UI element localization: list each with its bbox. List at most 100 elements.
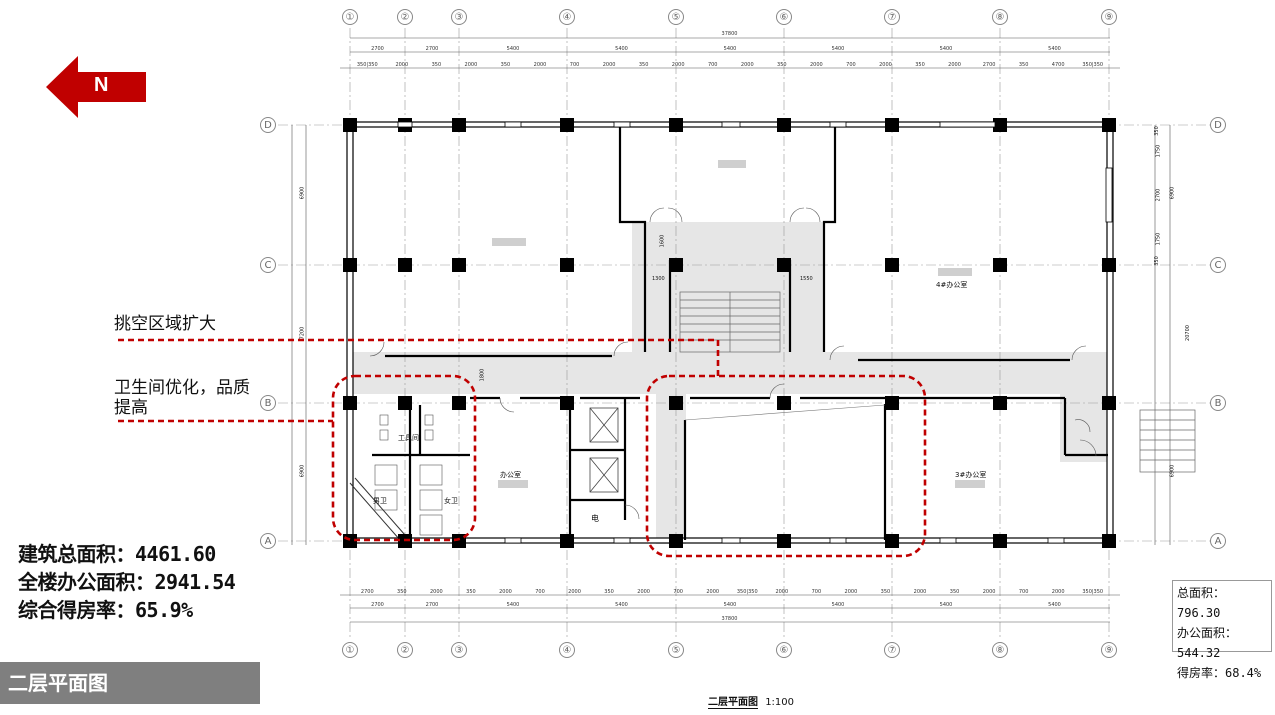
- grid-bubble-top: ②: [397, 9, 413, 25]
- dim-bottom-primary: 5400: [831, 602, 845, 608]
- highlight-zones: [118, 338, 927, 558]
- north-arrow-icon: [46, 56, 146, 118]
- north-label: N: [94, 74, 109, 96]
- right-dim-b: 6900: [1169, 464, 1176, 478]
- dim-bottom-primary: 2700: [425, 602, 439, 608]
- building-total-area: 建筑总面积：4461.60: [18, 542, 216, 566]
- dim-top-secondary: 700: [846, 62, 856, 68]
- annotation-toilet-line2: 提高: [114, 398, 148, 418]
- dim-top-secondary: 2000: [948, 62, 961, 68]
- window: [504, 537, 522, 544]
- room-women: 女卫: [444, 497, 458, 505]
- floor-title: 二层平面图: [0, 662, 260, 704]
- window: [829, 121, 847, 128]
- grid-bubble-top: ③: [451, 9, 467, 25]
- right-dim-a: 6900: [1169, 186, 1176, 200]
- drawing-scale: 1:100: [765, 697, 795, 708]
- dim-top-primary: 5400: [506, 46, 520, 52]
- window: [721, 537, 741, 544]
- dim-bottom-secondary: 700: [1018, 589, 1029, 595]
- grid-bubble-right: D: [1210, 117, 1226, 133]
- dim-bottom-secondary: 2700: [360, 589, 374, 595]
- inner-dim-3: 1550: [800, 276, 813, 282]
- dim-bottom-secondary: 2000: [982, 589, 996, 595]
- dim-bottom-secondary: 2000: [844, 589, 858, 595]
- column: [343, 396, 357, 410]
- grid-bubble-bottom: ⑤: [668, 642, 684, 658]
- dim-top-secondary: 350|350: [1082, 62, 1104, 68]
- left-dim-d: 6900: [299, 186, 306, 200]
- restroom-fixtures: [349, 414, 443, 541]
- dim-top-primary: 5400: [831, 46, 845, 52]
- room-men: 男卫: [373, 497, 387, 505]
- dim-bottom-secondary: 2000: [913, 589, 927, 595]
- dim-top-primary: 5400: [723, 46, 737, 52]
- column: [993, 396, 1007, 410]
- grid-bubble-left: A: [260, 533, 276, 549]
- grid-bubble-top: ①: [342, 9, 358, 25]
- column: [993, 534, 1007, 548]
- dim-top-secondary: 2000: [740, 62, 754, 68]
- dim-top-primary: 2700: [425, 46, 439, 52]
- grid-bubble-bottom: ④: [559, 642, 575, 658]
- column: [777, 396, 791, 410]
- grid-bubble-top: ⑤: [668, 9, 684, 25]
- dim-top-secondary: 2000: [671, 62, 685, 68]
- window: [504, 121, 522, 128]
- column: [669, 396, 683, 410]
- grid-bubble-top: ④: [559, 9, 575, 25]
- right-dim-r1: 350: [1153, 126, 1160, 136]
- atrium-edge: [684, 404, 886, 421]
- column: [669, 258, 683, 272]
- grid-bubble-top: ⑦: [884, 9, 900, 25]
- dim-top-secondary: 2000: [879, 62, 892, 68]
- window: [939, 537, 957, 544]
- column: [452, 534, 466, 548]
- dim-bottom-secondary: 2000: [568, 589, 581, 595]
- column: [452, 258, 466, 272]
- dim-bottom-secondary: 2000: [1051, 589, 1065, 595]
- dim-bottom-secondary: 350: [880, 589, 891, 595]
- right-dim-c: 20700: [1184, 325, 1191, 341]
- right-dim-r2: 1750: [1155, 144, 1162, 158]
- right-dim-r5: 350: [1153, 256, 1160, 266]
- annotation-toilet: 卫生间优化，品质 提高: [114, 378, 250, 418]
- window: [939, 121, 996, 128]
- column: [777, 534, 791, 548]
- window: [1047, 537, 1065, 544]
- left-dim-c: 7200: [299, 326, 306, 340]
- dim-bottom-primary: 5400: [939, 602, 953, 608]
- grid-bubble-right: C: [1210, 257, 1226, 273]
- grid-bubble-top: ⑥: [776, 9, 792, 25]
- window: [721, 121, 741, 128]
- dim-bottom-primary: 2700: [371, 602, 384, 608]
- dim-top-secondary: 700: [707, 62, 718, 68]
- dim-total-bottom: 37800: [721, 616, 738, 622]
- dim-total-top: 37800: [721, 31, 738, 37]
- exterior-stair: [1139, 409, 1196, 473]
- dim-top-secondary: 700: [569, 62, 580, 68]
- dim-top-secondary: 350: [915, 62, 925, 68]
- column: [777, 118, 791, 132]
- elevator: [589, 407, 619, 493]
- windows: [397, 121, 1113, 544]
- floor-total-area: 总面积：796.30: [1177, 586, 1226, 620]
- dim-bottom-secondary: 2000: [706, 589, 720, 595]
- room-janitor: 工具间: [398, 434, 419, 442]
- inner-dim-4: 1800: [479, 368, 486, 382]
- dim-bottom-secondary: 2000: [429, 589, 443, 595]
- dim-top-secondary: 2000: [809, 62, 823, 68]
- building-stats: 建筑总面积：4461.60 全楼办公面积：2941.54 综合得房率：65.9%: [18, 540, 240, 650]
- dim-top-secondary: 2700: [982, 62, 996, 68]
- column: [398, 258, 412, 272]
- grid-bubble-bottom: ②: [397, 642, 413, 658]
- dim-bottom-secondary: 700: [535, 589, 545, 595]
- column: [777, 258, 791, 272]
- dimension-lines: [291, 37, 1171, 623]
- floor-stats: 总面积：796.30 办公面积：544.32 得房率：68.4%: [1172, 580, 1272, 680]
- column: [560, 396, 574, 410]
- dim-bottom-primary: 5400: [506, 602, 520, 608]
- grid-bubble-bottom: ⑧: [992, 642, 1008, 658]
- column: [669, 118, 683, 132]
